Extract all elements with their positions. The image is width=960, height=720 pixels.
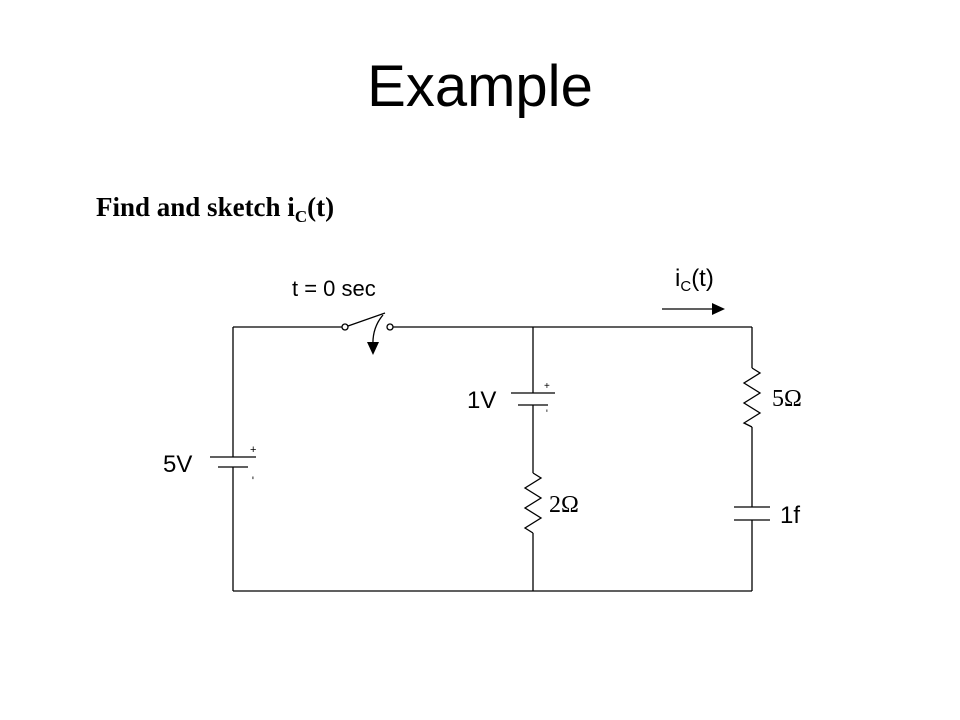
current-arrow-icon bbox=[712, 303, 725, 315]
switch-arrow-icon bbox=[367, 342, 379, 355]
source-5v-label: 5V bbox=[163, 451, 192, 478]
switch-arrow-arc bbox=[372, 314, 384, 347]
resistor-2ohm bbox=[523, 472, 543, 534]
task-subscript: C bbox=[294, 207, 308, 226]
task-main-text: Find and sketch i bbox=[96, 192, 295, 222]
battery-5v-plus-sign: + bbox=[250, 444, 256, 456]
battery-1v bbox=[511, 392, 555, 406]
capacitor-1f bbox=[734, 506, 770, 521]
current-label: iC(t) bbox=[675, 265, 714, 295]
switch-contact-right bbox=[386, 323, 394, 331]
task-tail-text: (t) bbox=[307, 192, 335, 222]
battery-1v-plus-sign: + bbox=[544, 381, 550, 392]
switch bbox=[341, 312, 394, 347]
switch-blade bbox=[347, 312, 386, 327]
battery-1v-minus-sign: - bbox=[541, 409, 552, 412]
source-1v-label: 1V bbox=[467, 387, 496, 414]
resistor-5ohm-label: 5Ω bbox=[772, 386, 802, 412]
switch-label: t = 0 sec bbox=[292, 276, 376, 301]
capacitor-1f-label: 1f bbox=[780, 502, 800, 529]
switch-contact-left bbox=[341, 323, 349, 331]
resistor-2ohm-label: 2Ω bbox=[549, 492, 579, 518]
battery-5v bbox=[210, 456, 256, 468]
resistor-5ohm bbox=[742, 367, 762, 428]
slide-title: Example bbox=[367, 54, 593, 119]
battery-5v-minus-sign: - bbox=[247, 476, 259, 480]
task-statement: Find and sketch iC(t) bbox=[96, 192, 334, 227]
